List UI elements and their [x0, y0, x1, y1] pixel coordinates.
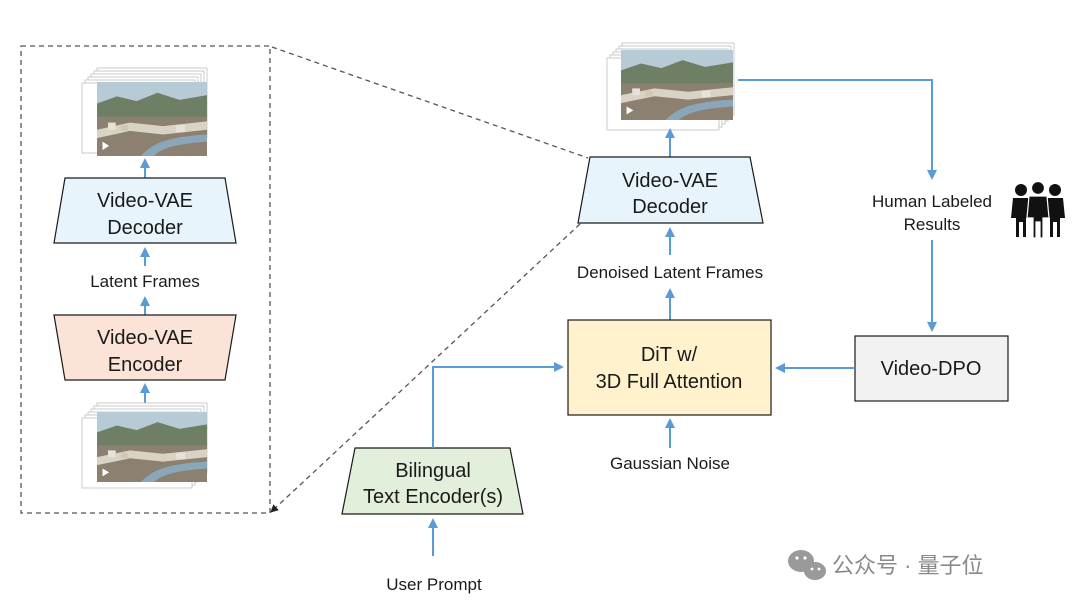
zoom-connector-bottom: [270, 223, 581, 513]
decoder-shape: [577, 156, 764, 224]
video-dpo-block: Video-DPO: [854, 335, 1009, 402]
dit-line2: 3D Full Attention: [596, 371, 743, 393]
inset-decoder-line1: Video-VAE: [97, 190, 193, 212]
human-labeled-line2: Results: [904, 215, 961, 234]
output-video-frames: [606, 42, 735, 131]
text-encoder-line2: Text Encoder(s): [363, 486, 503, 508]
denoised-latent-frames-label: Denoised Latent Frames: [577, 263, 763, 282]
inset-decoder-shape: [53, 177, 237, 244]
user-prompt-label: User Prompt: [386, 575, 482, 594]
decoder-line1: Video-VAE: [622, 170, 718, 192]
dit-shape: [567, 319, 772, 416]
vae-decoder-block: Video-VAE Decoder: [577, 156, 764, 224]
human-labeled-line1: Human Labeled: [872, 192, 992, 211]
people-group-icon: [1011, 180, 1065, 239]
dpo-label: Video-DPO: [881, 358, 982, 380]
arrow-output-to-human-labeled: [738, 79, 937, 180]
inset-decoder-line2: Decoder: [107, 217, 183, 239]
inset-input-video-frames: [81, 402, 208, 489]
inset-encoder-line1: Video-VAE: [97, 327, 193, 349]
arrow-text-encoder-to-dit: [432, 362, 564, 448]
watermark: 公众号 · 量子位: [788, 550, 984, 580]
text-encoder-line1: Bilingual: [395, 460, 471, 482]
text-encoder-block: Bilingual Text Encoder(s): [341, 447, 524, 515]
dit-line1: DiT w/: [641, 344, 698, 366]
text-encoder-shape: [341, 447, 524, 515]
zoom-connector-top: [271, 46, 589, 159]
inset-output-video-frames: [81, 67, 208, 156]
watermark-text: 公众号 · 量子位: [832, 553, 984, 578]
inset-encoder-shape: [53, 314, 237, 381]
inset-latent-frames-label: Latent Frames: [90, 272, 200, 291]
inset-vae-decoder-block: Video-VAE Decoder: [53, 177, 237, 244]
inset-dashed-border: [20, 45, 271, 514]
inset-encoder-line2: Encoder: [108, 354, 183, 376]
gaussian-noise-label: Gaussian Noise: [610, 454, 730, 473]
inset-vae-encoder-block: Video-VAE Encoder: [53, 314, 237, 381]
dit-block: DiT w/ 3D Full Attention: [567, 319, 772, 416]
inset-panel: Video-VAE Decoder Latent Frames Video-VA…: [20, 45, 589, 514]
wechat-icon: [788, 550, 826, 580]
decoder-line2: Decoder: [632, 196, 708, 218]
